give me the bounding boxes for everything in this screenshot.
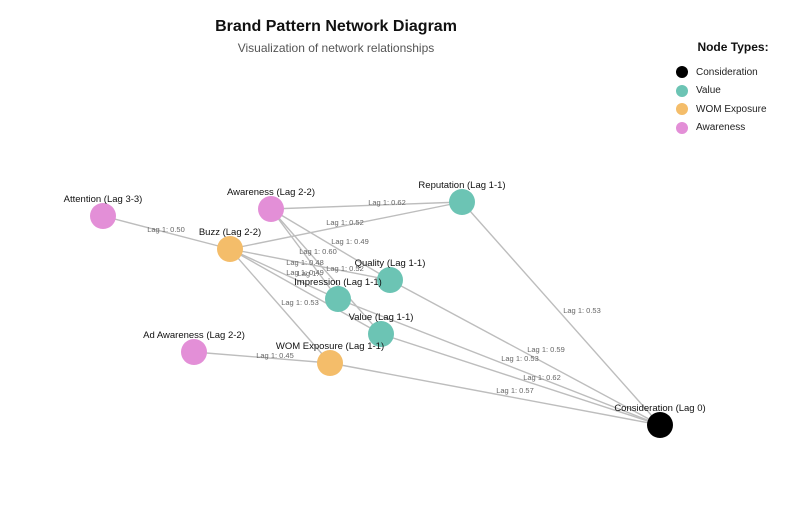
node-circle[interactable]	[317, 350, 343, 376]
node-circle[interactable]	[90, 203, 116, 229]
legend-label: Consideration	[696, 66, 758, 78]
node-adawareness[interactable]: Ad Awareness (Lag 2-2)	[143, 330, 245, 365]
edge-label: Lag 1: 0.57	[496, 386, 534, 395]
legend-label: Value	[696, 85, 721, 97]
node-awareness[interactable]: Awareness (Lag 2-2)	[227, 187, 315, 222]
legend-item-value: Value	[676, 82, 796, 101]
node-reputation[interactable]: Reputation (Lag 1-1)	[418, 180, 506, 215]
node-label: WOM Exposure (Lag 1-1)	[276, 341, 384, 352]
node-circle[interactable]	[258, 196, 284, 222]
node-impression[interactable]: Impression (Lag 1-1)	[294, 277, 382, 312]
edge-quality-consideration	[389, 279, 661, 426]
node-circle[interactable]	[217, 236, 243, 262]
legend-item-consideration: Consideration	[676, 63, 796, 82]
edge-awareness-reputation	[270, 201, 463, 210]
edges-layer	[102, 201, 661, 426]
legend-label: WOM Exposure	[696, 103, 767, 115]
edge-buzz-impression	[229, 248, 339, 300]
node-circle[interactable]	[377, 267, 403, 293]
edge-attention-buzz	[102, 215, 231, 250]
edge-label: Lag 1: 0.48	[286, 258, 324, 267]
node-quality[interactable]: Quality (Lag 1-1)	[355, 258, 426, 293]
edge-wom-consideration	[329, 362, 661, 426]
legend-dot-consideration	[676, 66, 688, 79]
edge-impression-consideration	[337, 298, 661, 426]
node-circle[interactable]	[449, 189, 475, 215]
edge-label: Lag 1: 0.49	[286, 268, 324, 277]
diagram-title: Brand Pattern Network Diagram	[215, 18, 457, 35]
edge-label: Lag 1: 0.50	[147, 225, 185, 234]
node-wom[interactable]: WOM Exposure (Lag 1-1)	[276, 341, 384, 376]
diagram-subtitle: Visualization of network relationships	[237, 41, 435, 55]
node-circle[interactable]	[368, 321, 394, 347]
edge-awareness-impression	[270, 208, 339, 300]
edge-label: Lag 1: 0.60	[299, 247, 337, 256]
node-label: Impression (Lag 1-1)	[294, 277, 382, 288]
node-label: Quality (Lag 1-1)	[355, 258, 426, 269]
node-buzz[interactable]: Buzz (Lag 2-2)	[199, 227, 261, 262]
edge-reputation-consideration	[461, 201, 661, 426]
node-value[interactable]: Value (Lag 1-1)	[349, 312, 414, 347]
edge-label: Lag 1: 0.53	[501, 354, 539, 363]
legend-dot-wom-exposure	[676, 103, 688, 116]
edge-buzz-reputation	[229, 201, 463, 250]
legend-item-awareness: Awareness	[676, 119, 796, 138]
legend-dot-value	[676, 84, 688, 97]
edge-label: Lag 1: 0.52	[326, 264, 364, 273]
node-circle[interactable]	[181, 339, 207, 365]
edge-label: Lag 1: 0.62	[523, 373, 561, 382]
node-attention[interactable]: Attention (Lag 3-3)	[64, 194, 143, 229]
nodes-layer: Attention (Lag 3-3) Awareness (Lag 2-2) Re…	[64, 180, 706, 438]
edge-label: Lag 1: 0.59	[527, 345, 565, 354]
node-label: Reputation (Lag 1-1)	[418, 180, 505, 191]
node-label: Consideration (Lag 0)	[614, 403, 705, 414]
node-label: Buzz (Lag 2-2)	[199, 227, 261, 238]
legend-dot-awareness	[676, 121, 688, 134]
node-circle[interactable]	[647, 412, 673, 438]
edge-label: Lag 1: 0.49	[331, 237, 369, 246]
edge-buzz-quality	[229, 248, 391, 281]
node-label: Value (Lag 1-1)	[349, 312, 414, 323]
edge-awareness-quality	[270, 208, 391, 281]
edge-label: Lag 1: 0.52	[326, 218, 364, 227]
legend-item-wom-exposure: WOM Exposure	[676, 100, 796, 119]
edge-awareness-value	[270, 208, 382, 335]
legend: Node Types: Consideration Value WOM Expo…	[676, 40, 796, 137]
legend-label: Awareness	[696, 122, 746, 134]
node-label: Awareness (Lag 2-2)	[227, 187, 315, 198]
legend-title: Node Types:	[697, 40, 769, 54]
node-consideration[interactable]: Consideration (Lag 0)	[614, 403, 706, 438]
edge-label: Lag 1: 0.53	[281, 298, 319, 307]
node-label: Attention (Lag 3-3)	[64, 194, 143, 205]
edge-value-consideration	[380, 333, 661, 426]
edge-label: Lag 1: 0.62	[368, 198, 406, 207]
node-label: Ad Awareness (Lag 2-2)	[143, 330, 245, 341]
edge-label: Lag 1: 0.53	[563, 306, 601, 315]
edge-label: Lag 1: 0.45	[256, 351, 294, 360]
edge-label: Lag 1:	[298, 269, 319, 278]
edge-buzz-wom	[229, 248, 331, 364]
edge-buzz-value	[229, 248, 382, 335]
node-circle[interactable]	[325, 286, 351, 312]
edge-adawareness-wom	[193, 351, 331, 364]
